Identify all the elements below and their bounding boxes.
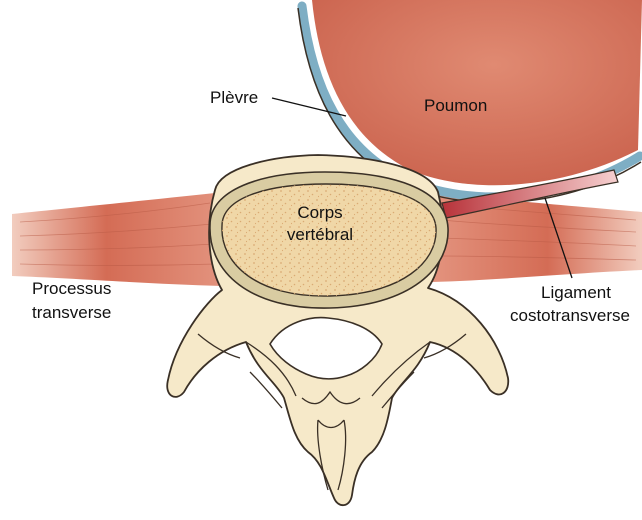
label-ligament-line1: Ligament <box>541 283 611 302</box>
label-vertebral-body-line1: Corps <box>297 203 342 222</box>
label-lung: Poumon <box>424 96 487 115</box>
label-ligament-line2: costotransverse <box>510 306 630 325</box>
label-transverse-process-line2: transverse <box>32 303 111 322</box>
label-vertebral-body-line2: vertébral <box>287 225 353 244</box>
label-pleura: Plèvre <box>210 88 258 107</box>
left-muscle <box>12 193 222 286</box>
label-transverse-process-line1: Processus <box>32 279 111 298</box>
